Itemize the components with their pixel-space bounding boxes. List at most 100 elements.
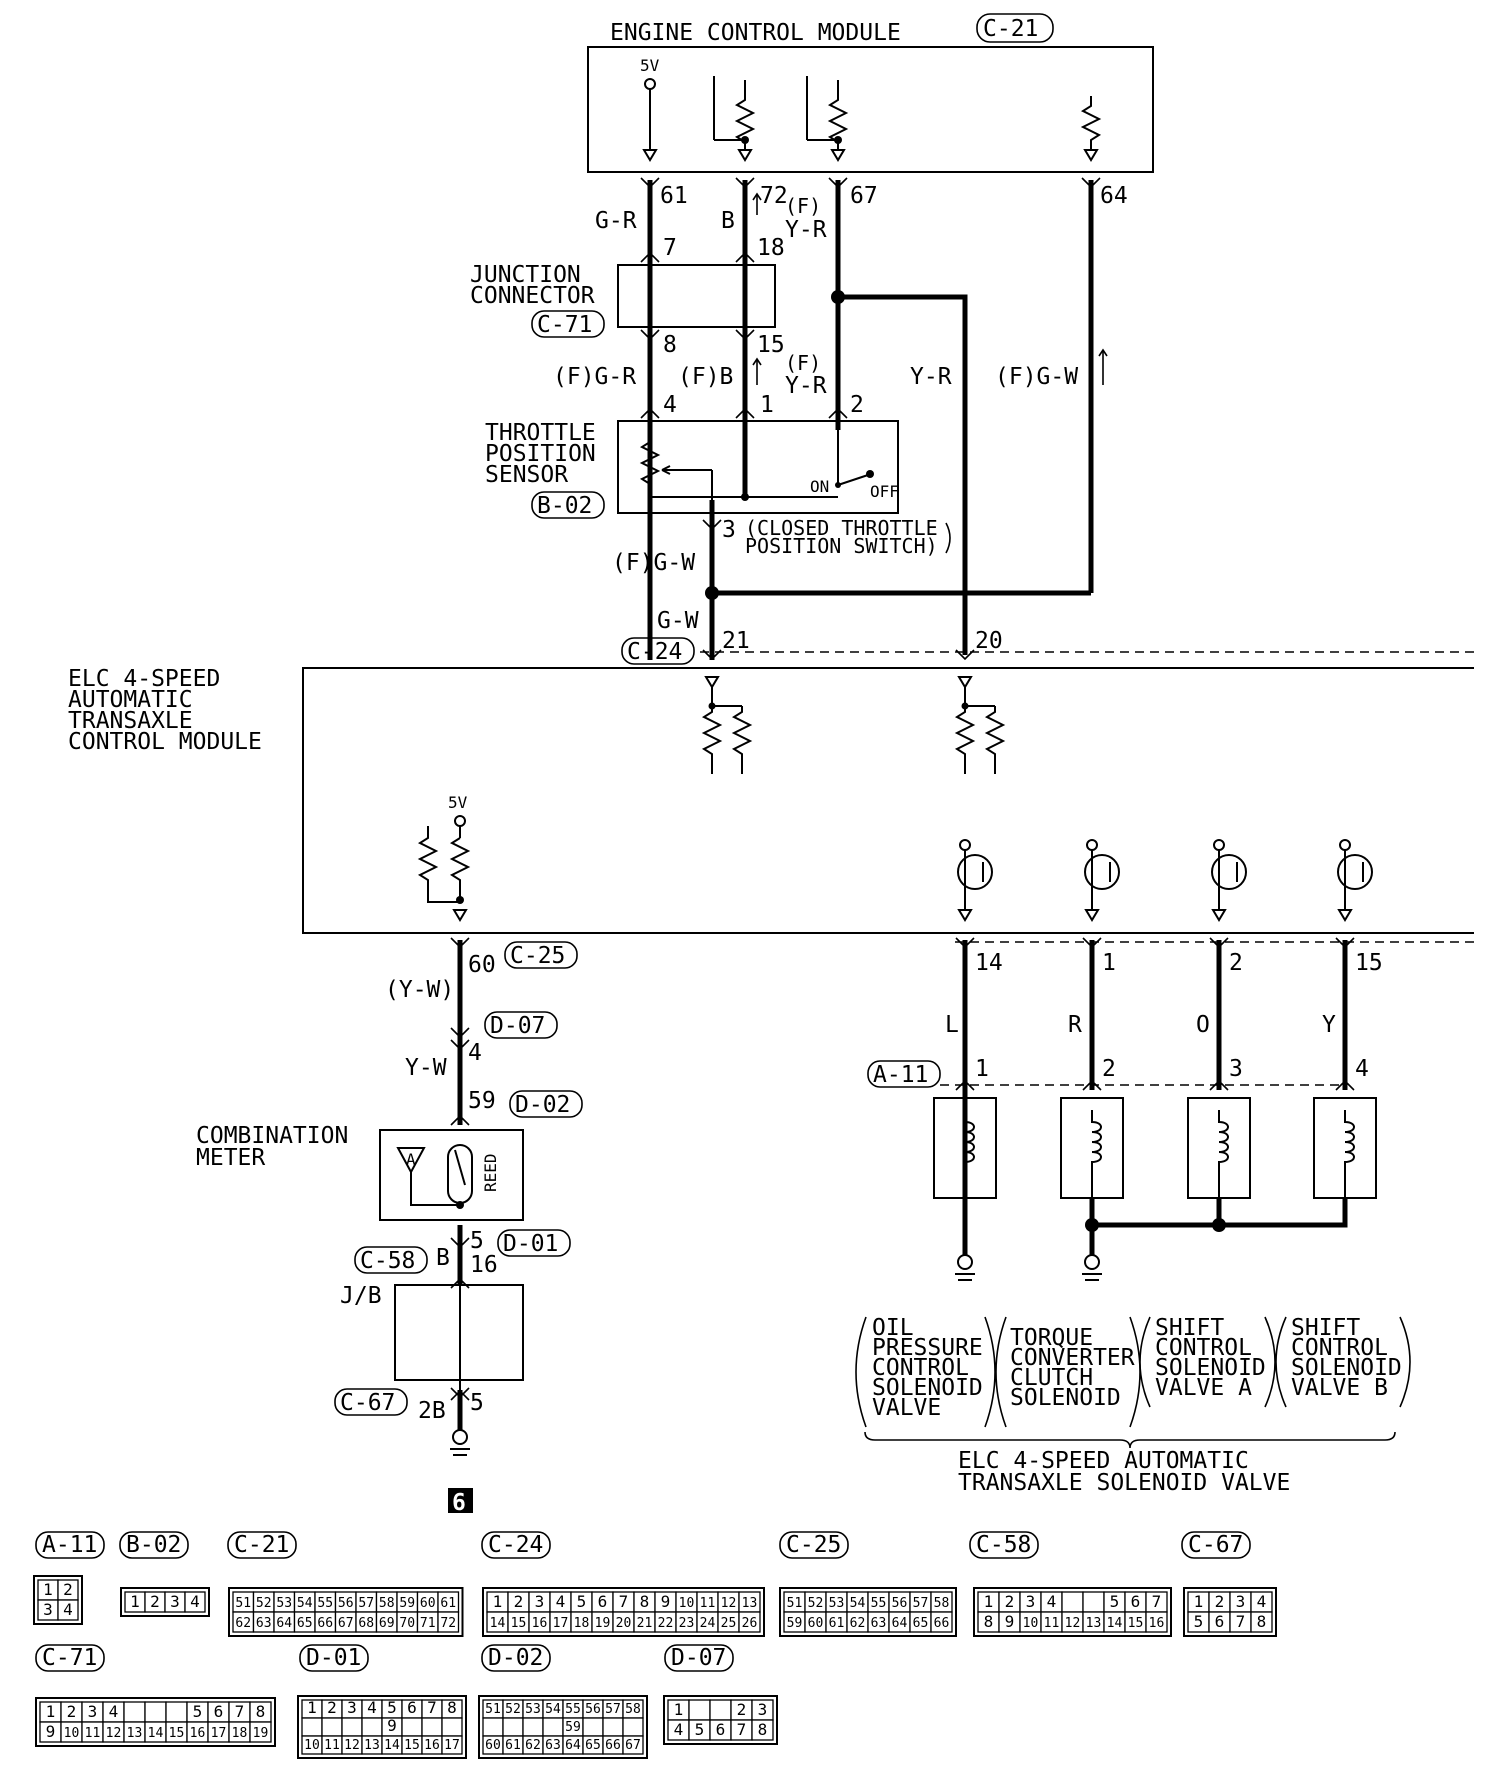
connector-pin-number: 51 <box>235 1596 251 1611</box>
connector-label: C-58 <box>976 1532 1031 1558</box>
tcm-label-1: ELC 4-SPEED <box>68 666 220 692</box>
connector-pin-number: 18 <box>232 1726 248 1741</box>
connector-tag <box>227 1531 297 1559</box>
connector-pin-number: 55 <box>565 1702 581 1717</box>
tcm-input-circuits <box>701 676 1006 774</box>
tcm-connector-label-c24: C-24 <box>627 639 682 665</box>
connector-pin-number: 12 <box>106 1726 122 1741</box>
connector-pin-number: 66 <box>934 1616 950 1631</box>
connector-pin-number: 14 <box>490 1616 506 1631</box>
solenoid-1-line-3: CONTROL <box>872 1355 969 1381</box>
ecm-pin-72: 72 <box>760 183 788 209</box>
meter-a-label: A <box>406 1150 416 1169</box>
connector-pin-number: 59 <box>565 1720 581 1735</box>
connector-pin-number: 13 <box>742 1596 758 1611</box>
tcm-label-4: CONTROL MODULE <box>68 729 262 755</box>
solenoid-pin-1: 1 <box>975 1056 989 1082</box>
connector-label: C-71 <box>42 1645 97 1671</box>
connector-pin-number: 15 <box>1128 1616 1144 1631</box>
connector-label: C-21 <box>234 1532 289 1558</box>
connector-pin-number: 53 <box>829 1596 845 1611</box>
connector-pin-number: 13 <box>364 1738 380 1753</box>
connector-pin-number: 56 <box>892 1596 908 1611</box>
connector-tag <box>35 1644 105 1672</box>
tps-internals <box>639 430 869 525</box>
wire-label-fb: (F)B <box>678 364 733 390</box>
connector-pin-number: 8 <box>640 1592 650 1611</box>
solenoid-3-line-3: SOLENOID <box>1155 1355 1266 1381</box>
connector-pin-number: 15 <box>404 1738 420 1753</box>
connector-pin-number: 16 <box>424 1738 440 1753</box>
ground-icon <box>955 1254 1102 1281</box>
connector-pin-number: 60 <box>485 1738 501 1753</box>
solenoid-pin-4: 4 <box>1355 1056 1369 1082</box>
connector-cavity <box>930 1611 953 1633</box>
connector-pin-number: 66 <box>317 1616 333 1631</box>
meter-pin-5b: 5 <box>470 1390 484 1416</box>
connector-pin-number: 11 <box>324 1738 340 1753</box>
connector-pin-number: 15 <box>511 1616 527 1631</box>
connector-pin-number: 65 <box>297 1616 313 1631</box>
connector-cavity <box>184 1591 206 1613</box>
connector-label: C-24 <box>488 1532 543 1558</box>
connector-pin-number: 67 <box>625 1738 641 1753</box>
connector-pin-number: 1 <box>1194 1592 1204 1611</box>
solenoid-2-line-3: CLUTCH <box>1010 1365 1093 1391</box>
connector-pin-number: 10 <box>304 1738 320 1753</box>
meter-label-1: COMBINATION <box>196 1123 348 1149</box>
connector-label: A-11 <box>42 1532 97 1558</box>
jb-label: J/B <box>340 1283 382 1309</box>
meter-connector-tag-d01 <box>497 1229 571 1257</box>
connector-pin-number: 6 <box>1215 1612 1225 1631</box>
connector-pin-number: 12 <box>344 1738 360 1753</box>
meter-ground-icon <box>450 1429 470 1456</box>
connector-pin-number: 9 <box>661 1592 671 1611</box>
wire-label-l: L <box>945 1012 959 1038</box>
connector-pin-number: 57 <box>913 1596 929 1611</box>
connector-pin-number: 13 <box>127 1726 143 1741</box>
connector-pin-number: 6 <box>598 1592 608 1611</box>
connector-pin-number: 19 <box>253 1726 269 1741</box>
connector-tag <box>1181 1531 1251 1559</box>
connector-pin-number: 6 <box>716 1720 726 1739</box>
solenoid-4-line-3: SOLENOID <box>1291 1355 1402 1381</box>
connector-pin-number: 2 <box>63 1580 73 1599</box>
tcm-pin-1: 1 <box>1102 950 1116 976</box>
connector-label: B-02 <box>126 1532 181 1558</box>
connector-pin-number: 5 <box>1110 1592 1120 1611</box>
connector-cavity <box>622 1735 644 1755</box>
solenoid-1-line-1: OIL <box>872 1315 914 1341</box>
connector-pin-number: 1 <box>307 1698 317 1717</box>
solenoid-group-label-2: TRANSAXLE SOLENOID VALVE <box>958 1470 1290 1496</box>
connector-pin-number: 65 <box>585 1738 601 1753</box>
wire-label-yw: Y-W <box>405 1055 447 1081</box>
connector-pin-number: 4 <box>63 1600 73 1619</box>
connector-pin-number: 63 <box>545 1738 561 1753</box>
connector-label: C-25 <box>786 1532 841 1558</box>
connector-cavity <box>165 1701 188 1723</box>
meter-pin-4: 4 <box>468 1040 482 1066</box>
ecm-pin-64: 64 <box>1100 183 1128 209</box>
solenoid-3-line-1: SHIFT <box>1155 1315 1224 1341</box>
connector-pin-number: 16 <box>532 1616 548 1631</box>
tps-label-3: SENSOR <box>485 462 568 488</box>
junction-pin-7: 7 <box>663 235 677 261</box>
connector-pin-number: 64 <box>565 1738 581 1753</box>
connector-pin-number: 2 <box>327 1698 337 1717</box>
connector-pin-number: 57 <box>358 1596 374 1611</box>
connector-cavity <box>249 1721 272 1743</box>
wire-label-gr: G-R <box>595 208 637 234</box>
connector-tag <box>664 1644 734 1672</box>
solenoid-pin-2: 2 <box>1102 1056 1116 1082</box>
connector-pin-number: 55 <box>871 1596 887 1611</box>
connector-pin-number: 66 <box>605 1738 621 1753</box>
connector-cavity <box>688 1699 711 1721</box>
meter-pin-59: 59 <box>468 1088 496 1114</box>
connector-pin-number: 53 <box>276 1596 292 1611</box>
tps-connector-tag <box>531 491 605 519</box>
